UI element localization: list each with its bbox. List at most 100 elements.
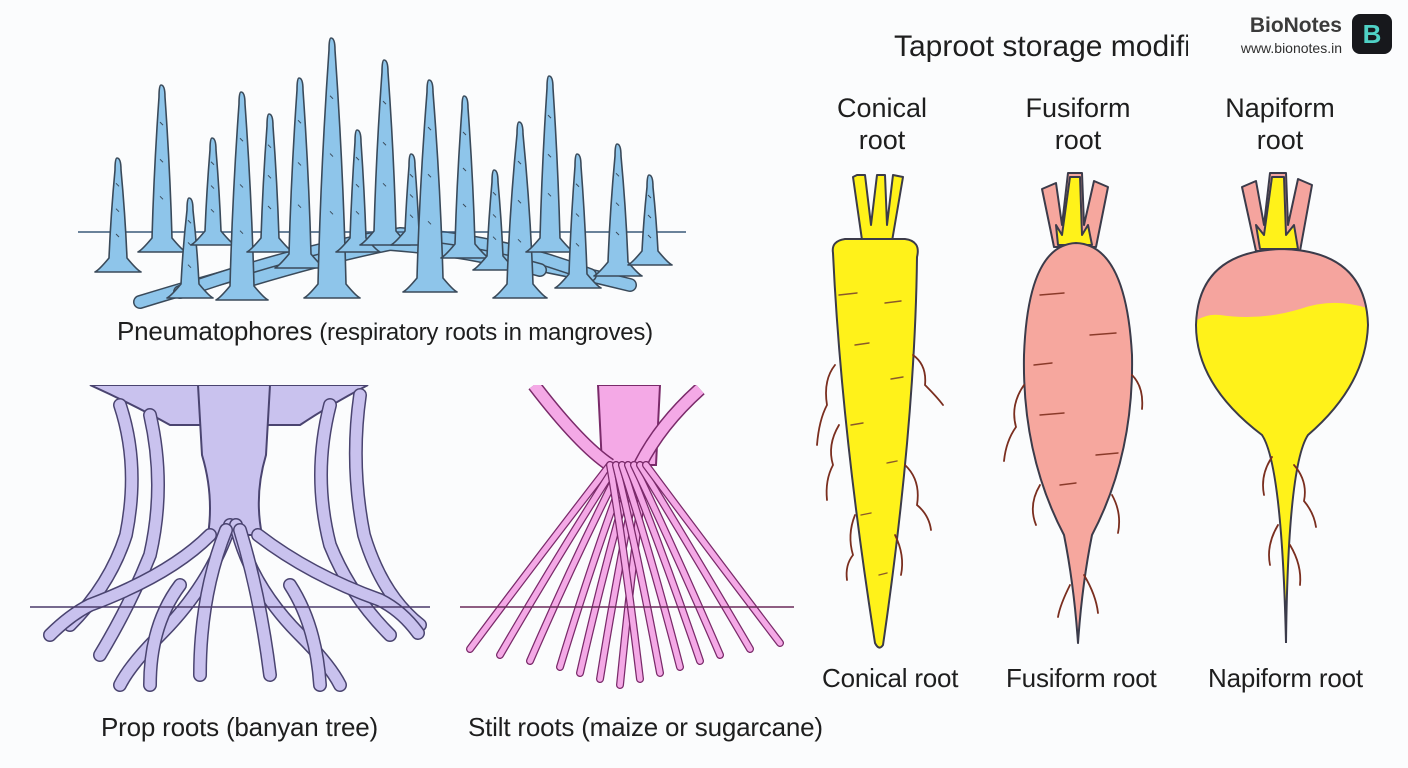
conical-ring-mark [860, 512, 872, 516]
prop-root [252, 529, 424, 639]
pneumatophore-lenticel [547, 114, 552, 119]
fusiform-rootlet [1131, 374, 1144, 410]
pneumatophore-lenticel [492, 214, 497, 218]
conical-column-title: Conical root [792, 92, 972, 156]
conical-rootlet [845, 514, 856, 581]
stilt-root [613, 462, 663, 676]
pneumatophore-lenticel [187, 264, 192, 269]
pneumatophore-lenticel [159, 158, 164, 163]
conical-root-caption: Conical root [822, 663, 959, 693]
stilt-roots-illustration [460, 385, 794, 689]
prop-root [284, 579, 326, 691]
pneumatophore-lenticel [187, 219, 192, 224]
stilt-root [619, 462, 683, 670]
stilt-leaf-sheath [529, 385, 614, 470]
fusiform-column-title: Fusiform root [988, 92, 1168, 156]
pneumatophore-spike [137, 84, 187, 253]
pneumatophore-lenticel [647, 194, 652, 199]
conical-rootlet [912, 354, 944, 406]
pneumatophore-lenticel [382, 100, 387, 105]
pneumatophore-spike [94, 157, 142, 273]
napiform-rootlet [1268, 524, 1279, 566]
pneumatophore-lenticel [409, 214, 414, 219]
conical-rootlet [894, 534, 904, 576]
pneumatophore-lenticel [210, 161, 215, 166]
napiform-column-title: Napiform root [1190, 92, 1370, 156]
pneumatophore-lenticel [239, 184, 244, 188]
stilt-root [607, 462, 643, 682]
stilt-root [467, 462, 613, 652]
pneumatophore-lenticel [297, 162, 302, 166]
pneumatophore-lenticel [517, 238, 522, 243]
conical-ring-mark [884, 300, 902, 304]
conical-leaf-stalk [852, 174, 904, 248]
pneumatophores-illustration [78, 37, 686, 309]
conical-ring-mark [890, 376, 904, 380]
conical-rootlet [825, 424, 840, 501]
fusiform-ring-mark [1039, 412, 1065, 416]
pneumatophore-spike [359, 59, 411, 246]
pneumatophore-lenticel [427, 126, 432, 131]
pneumatophore-lenticel [615, 231, 620, 236]
pneumatophore-spike [166, 197, 214, 299]
pneumatophore-lenticel [239, 137, 244, 142]
brand-badge-letter: B [1362, 18, 1382, 49]
conical-ring-mark [878, 572, 888, 576]
fusiform-root-illustration [1003, 172, 1144, 644]
pneumatophore-lenticel [427, 220, 432, 225]
pneumatophore-lenticel [355, 156, 360, 161]
pneumatophore-lenticel [115, 182, 120, 187]
conical-rootlet [816, 364, 836, 446]
pneumatophore-spike [492, 121, 548, 299]
brand-badge-icon: B [1352, 14, 1392, 54]
pneumatophore-lenticel [267, 144, 272, 149]
pneumatophore-lenticel [547, 153, 552, 158]
fusiform-ring-mark [1033, 362, 1053, 366]
pneumatophore-lenticel [210, 185, 215, 189]
pneumatophore-lenticel [159, 195, 164, 200]
pneumatophores-caption-detail: (respiratory roots in mangroves) [319, 319, 653, 346]
pneumatophore-lenticel [647, 234, 652, 239]
fusiform-ring-mark [1095, 452, 1119, 456]
pneumatophore-lenticel [517, 160, 522, 165]
pneumatophore-lenticel [210, 208, 215, 213]
pneumatophore-lenticel [647, 214, 652, 219]
prop-root [194, 524, 232, 681]
pneumatophore-spike [274, 77, 326, 269]
pneumatophore-lenticel [297, 204, 302, 209]
fusiform-root-body [1022, 242, 1134, 644]
pneumatophore-lenticel [575, 242, 580, 247]
pneumatophore-lenticel [615, 202, 620, 207]
taproot-title: Taproot storage modific [894, 30, 1188, 63]
pneumatophore-lenticel [547, 192, 552, 197]
stilt-root [497, 462, 619, 658]
conical-ring-mark [854, 342, 870, 346]
stilt-leaf-sheath [635, 385, 704, 468]
pneumatophore-lenticel [267, 205, 272, 210]
pneumatophore-lenticel [615, 172, 620, 177]
pneumatophore-spike [525, 75, 575, 253]
pneumatophore-lenticel [115, 233, 120, 238]
pneumatophore-lenticel [462, 131, 467, 136]
prop-root [315, 399, 396, 641]
fusiform-ring-mark [1089, 332, 1117, 336]
stilt-roots-caption: Stilt roots (maize or sugarcane) [468, 712, 823, 742]
napiform-title-line1: Napiform [1225, 93, 1335, 123]
pneumatophore-spike [390, 153, 434, 246]
fusiform-ring-mark [1039, 292, 1065, 296]
pneumatophores-caption: Pneumatophores (respiratory roots in man… [117, 316, 653, 347]
pneumatophore-spike [593, 143, 643, 277]
pneumatophore-lenticel [427, 173, 432, 178]
brand-name: BioNotes [1249, 14, 1342, 37]
prop-root [144, 579, 186, 691]
fusiform-rootlet [1057, 584, 1071, 618]
conical-title-line2: root [858, 125, 906, 155]
pneumatophore-lenticel [517, 199, 522, 204]
prop-root [44, 529, 216, 641]
pneumatophore-lenticel [382, 182, 387, 187]
pneumatophore-lenticel [409, 194, 414, 198]
pneumatophore-spike [246, 113, 294, 253]
pneumatophore-lenticel [329, 95, 334, 100]
pneumatophore-lenticel [575, 183, 580, 188]
stilt-root [625, 462, 703, 664]
